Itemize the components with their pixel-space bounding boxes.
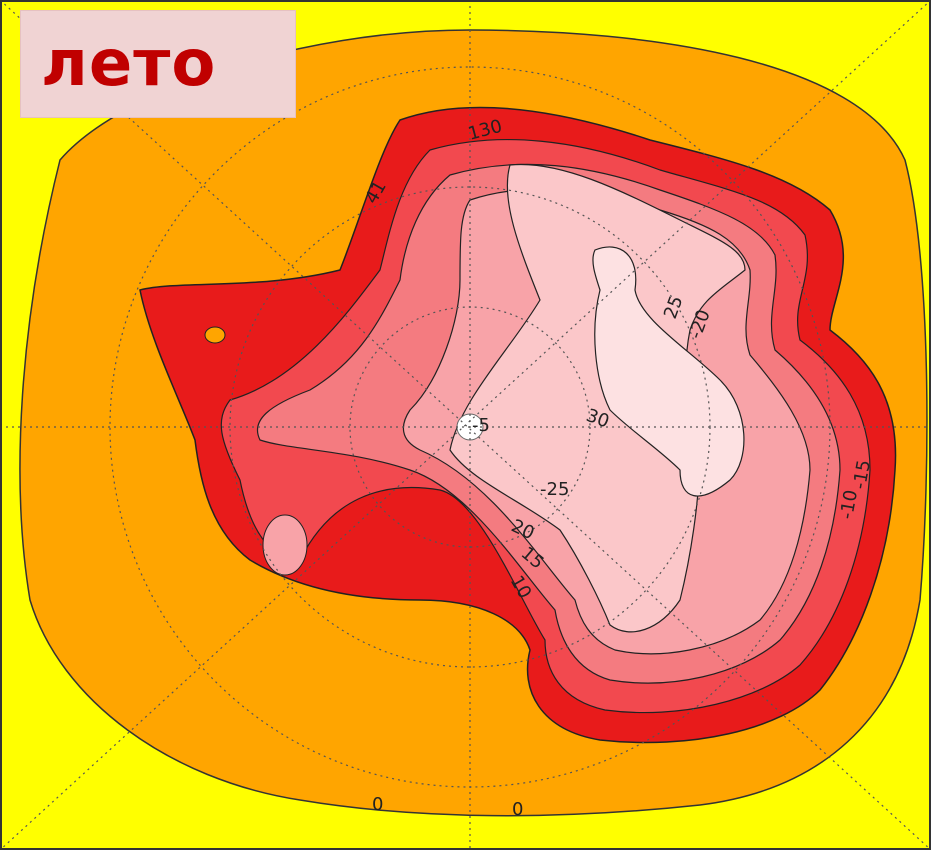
contour-label: -5 xyxy=(472,415,490,436)
contour-band-6 xyxy=(592,246,745,497)
contour-label: 0 xyxy=(372,794,383,815)
contour-label: 0 xyxy=(512,799,523,820)
contour-band-5 xyxy=(449,163,746,633)
season-title: лето xyxy=(41,27,217,101)
contour-label: -25 xyxy=(540,479,569,500)
island-contour xyxy=(262,514,308,576)
contour-label: -10 xyxy=(836,488,862,521)
season-title-box: лето xyxy=(20,10,296,118)
contour-label: -15 xyxy=(849,458,875,491)
small-island xyxy=(204,326,226,344)
